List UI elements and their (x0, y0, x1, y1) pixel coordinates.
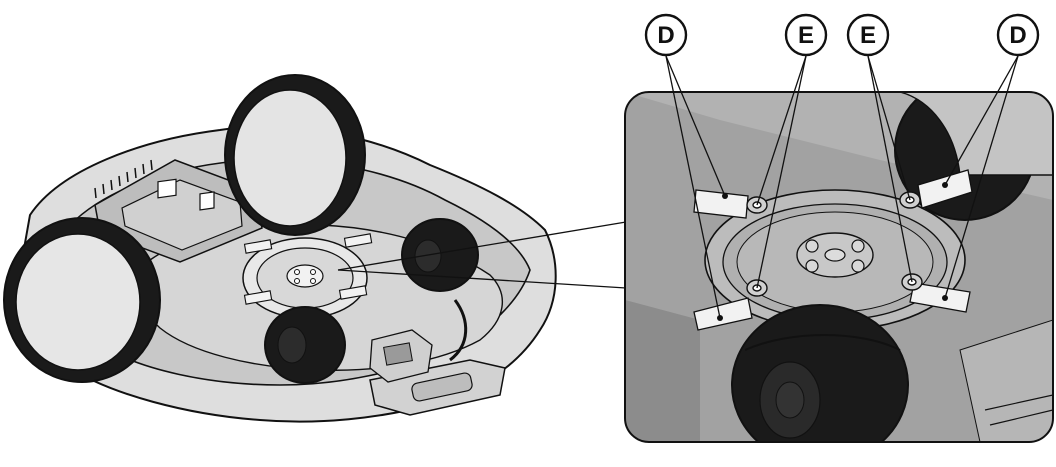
blade-icon (243, 239, 273, 254)
callout-label: E (860, 22, 876, 49)
callout-d-left: D (644, 13, 688, 57)
mower-overview (3, 74, 557, 423)
zoom-panel-frame (624, 91, 1054, 443)
panel-button (157, 178, 177, 199)
leader-end-dots (717, 182, 948, 321)
callout-label: E (798, 22, 814, 49)
caster-wheel-right (401, 218, 479, 292)
callout-leaders (665, 55, 1019, 319)
blade-icon (693, 169, 973, 331)
caster-wheel (264, 306, 346, 384)
zoom-panel (624, 91, 1054, 443)
blade-icon (338, 285, 368, 300)
callout-e-left: E (784, 13, 828, 57)
callout-label: D (657, 22, 674, 49)
callout-d-right: D (996, 13, 1040, 57)
front-wheel (3, 217, 161, 383)
handle-slot (411, 372, 473, 402)
callout-e-right: E (846, 13, 890, 57)
vent-slots (94, 159, 153, 199)
blade-icon (343, 233, 373, 248)
callout-label: D (1009, 22, 1026, 49)
blade-icon (243, 290, 273, 305)
blade-disc (242, 233, 373, 319)
rear-wheel (224, 74, 366, 236)
cable (449, 299, 468, 362)
zoom-leader-lines (337, 221, 627, 289)
panel-button (199, 191, 215, 211)
wheel-icon (731, 304, 909, 442)
